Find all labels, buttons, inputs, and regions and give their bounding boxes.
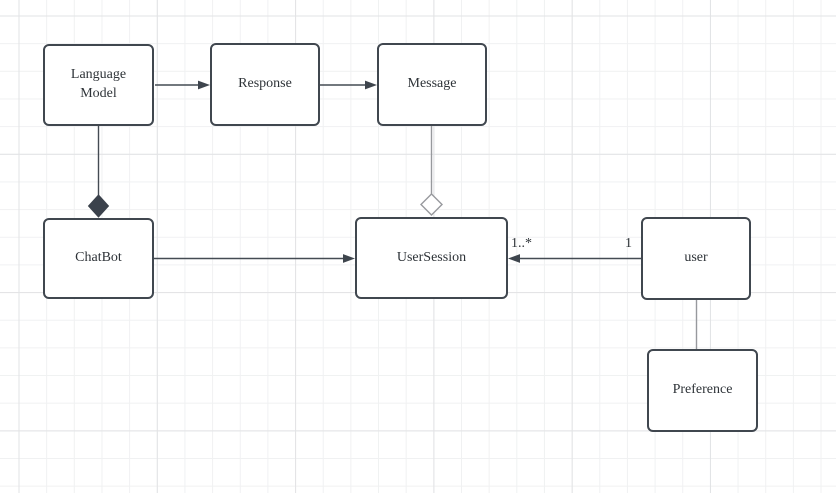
node-message-label: Message xyxy=(407,76,457,92)
node-user[interactable]: user xyxy=(641,217,751,300)
multiplicity-label-usersession-end: 1..* xyxy=(511,236,532,251)
node-preference-label: Preference xyxy=(672,382,733,398)
edge-language-model-to-response[interactable] xyxy=(155,80,210,90)
node-response[interactable]: Response xyxy=(210,43,320,126)
node-preference[interactable]: Preference xyxy=(647,349,758,432)
arrowhead-left-icon xyxy=(508,254,520,263)
node-language-model[interactable]: Language Model xyxy=(43,44,154,126)
node-message[interactable]: Message xyxy=(377,43,487,126)
edge-user-to-usersession[interactable] xyxy=(508,254,641,263)
node-usersession[interactable]: UserSession xyxy=(355,217,508,299)
node-user-label: user xyxy=(684,250,708,266)
composition-diamond-icon xyxy=(87,194,110,218)
edge-chatbot-to-usersession[interactable] xyxy=(154,254,355,263)
arrowhead-right-icon xyxy=(198,80,210,90)
aggregation-diamond-icon xyxy=(420,193,443,216)
multiplicity-label-user-end: 1 xyxy=(625,236,632,251)
node-response-label: Response xyxy=(238,76,292,92)
node-chatbot[interactable]: ChatBot xyxy=(43,218,154,299)
arrowhead-right-icon xyxy=(343,254,355,263)
node-language-model-label: Language Model xyxy=(70,67,127,101)
edge-response-to-message[interactable] xyxy=(320,80,377,90)
node-usersession-label: UserSession xyxy=(396,249,467,265)
edge-language-model-to-chatbot-composition[interactable] xyxy=(87,126,110,218)
arrowhead-right-icon xyxy=(365,80,377,90)
edge-message-to-usersession-aggregation[interactable] xyxy=(420,126,443,216)
node-chatbot-label: ChatBot xyxy=(75,250,122,266)
